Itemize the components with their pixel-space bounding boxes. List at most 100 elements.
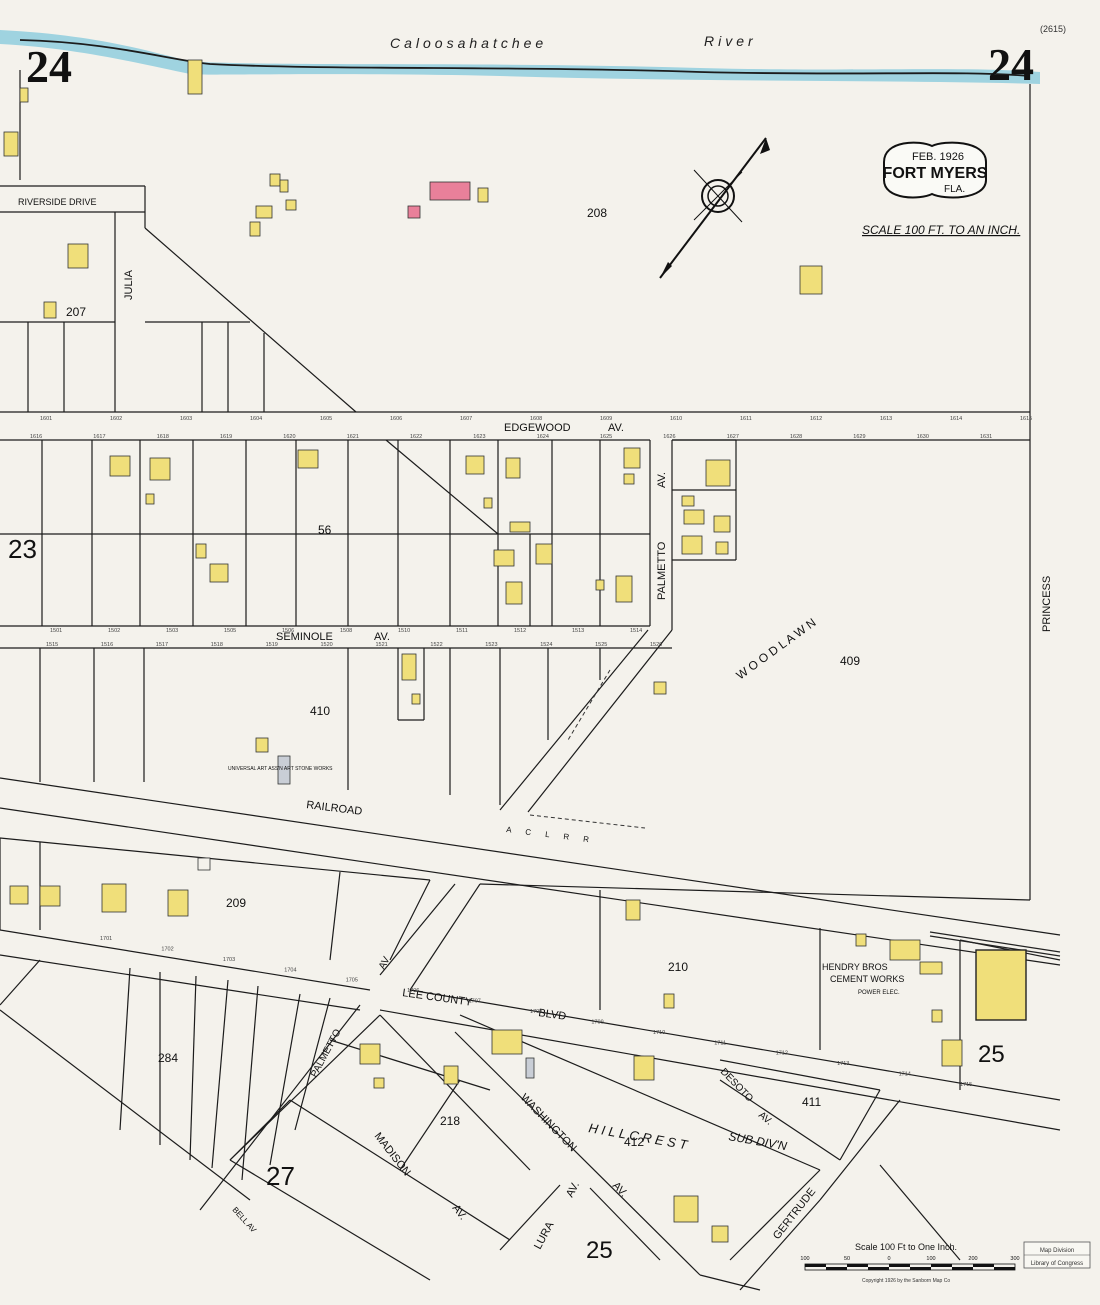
house-number: 1522 [430, 642, 442, 648]
house-number: 1517 [156, 642, 168, 648]
house-number: 1610 [670, 416, 682, 422]
block-number: 411 [802, 1095, 821, 1109]
map-date: FEB. 1926 [912, 151, 964, 163]
building-dwelling [269, 173, 281, 187]
building-dwelling [285, 199, 297, 211]
building-cement-works [975, 949, 1027, 1021]
building-dwelling [279, 179, 289, 193]
building-dwelling [505, 457, 521, 479]
building-dwelling [625, 899, 641, 921]
sheet-number-right: 24 [988, 39, 1034, 90]
block-number: 284 [158, 1051, 178, 1065]
adjacent-sheet-number: 25 [978, 1041, 1005, 1068]
house-number: 1611 [740, 416, 752, 422]
library-stamp: Map Division Library of Congress [1023, 1241, 1091, 1269]
river-label-1: Caloosahatchee [390, 35, 547, 51]
bar-scale-segment [994, 1267, 1015, 1270]
building-dwelling [681, 535, 703, 555]
house-number: 1706 [407, 988, 419, 994]
block-number: 208 [587, 206, 607, 220]
building-dwelling [535, 543, 553, 565]
street-palmetto-upper: PALMETTO [656, 541, 668, 600]
bar-scale-segment [805, 1264, 826, 1267]
scale-statement: SCALE 100 FT. TO AN INCH. [862, 223, 1020, 237]
block-number: 409 [840, 654, 860, 668]
house-number: 1707 [469, 999, 481, 1005]
building-dwelling [149, 457, 171, 481]
block-number: 412 [624, 1135, 644, 1149]
block-number: 56 [318, 523, 332, 537]
building-dwelling [683, 509, 705, 525]
bar-scale-tick-label: 100 [800, 1256, 809, 1262]
building-dwelling [919, 961, 943, 975]
building-dwelling [43, 301, 57, 319]
building-dwelling [9, 885, 29, 905]
house-number: 1604 [250, 416, 262, 422]
house-number: 1525 [595, 642, 607, 648]
house-number: 1516 [101, 642, 113, 648]
bar-scale-tick-label: 200 [968, 1256, 977, 1262]
house-number: 1631 [980, 434, 992, 440]
house-number: 1614 [950, 416, 962, 422]
building-dwelling [67, 243, 89, 269]
building-dwelling [465, 455, 485, 475]
building-dwelling [623, 447, 641, 469]
street-princess: PRINCESS [1041, 576, 1053, 632]
house-number: 1714 [899, 1072, 911, 1078]
building-dwelling [3, 131, 19, 157]
building-dwelling [167, 889, 189, 917]
house-number: 1617 [93, 434, 105, 440]
building-dwelling [595, 579, 605, 591]
building-dwelling [373, 1077, 385, 1089]
house-number: 1621 [347, 434, 359, 440]
house-number: 1618 [157, 434, 169, 440]
house-number: 1518 [211, 642, 223, 648]
street-palmetto-lower-suffix: AV [377, 955, 393, 972]
building-dwelling [297, 449, 319, 469]
house-number: 1710 [653, 1030, 665, 1036]
sheet-number-left: 24 [26, 41, 72, 92]
house-number: 1521 [376, 642, 388, 648]
building-dwelling [633, 1055, 655, 1081]
street-edgewood-suffix: AV. [608, 422, 624, 434]
bar-scale-segment [910, 1267, 931, 1270]
cement-power-label: POWER ELEC. [858, 990, 900, 996]
block-numbers: 207 208 56 410 409 209 210 284 218 412 4… [8, 206, 1005, 1264]
building-dwelling [505, 581, 523, 605]
building-dwelling [249, 221, 261, 237]
block-number: 410 [310, 704, 330, 718]
building-dwelling [711, 1225, 729, 1243]
house-number: 1625 [600, 434, 612, 440]
building-dwelling [411, 693, 421, 705]
bar-scale-tick-label: 100 [926, 1256, 935, 1262]
street-seminole: SEMINOLE [276, 631, 333, 643]
building-dwelling [101, 883, 127, 913]
building-dwelling [931, 1009, 943, 1023]
building-dwelling [187, 59, 203, 95]
map-grid [0, 70, 1061, 1291]
buildings [3, 59, 1027, 1243]
house-number: 1501 [50, 628, 62, 634]
bar-scale-segment [826, 1267, 847, 1270]
bar-scale-segment [973, 1264, 994, 1267]
house-number: 1630 [917, 434, 929, 440]
map-city: FORT MYERS [883, 165, 988, 182]
building-shed [525, 1057, 535, 1079]
block-number: 207 [66, 305, 86, 319]
river-bank-line [19, 39, 1031, 77]
house-number: 1601 [40, 416, 52, 422]
house-number: 1605 [320, 416, 332, 422]
sheet-code: (2615) [1040, 24, 1066, 34]
building-dwelling [855, 933, 867, 947]
building-dwelling [491, 1029, 523, 1055]
bar-scale-tick-label: 50 [844, 1256, 850, 1262]
house-number: 1514 [630, 628, 642, 634]
building-dwelling [663, 993, 675, 1009]
house-number: 1519 [266, 642, 278, 648]
building-dwelling [509, 521, 531, 533]
house-number: 1708 [530, 1009, 542, 1015]
block-number: 209 [226, 896, 246, 910]
house-number: 1523 [485, 642, 497, 648]
